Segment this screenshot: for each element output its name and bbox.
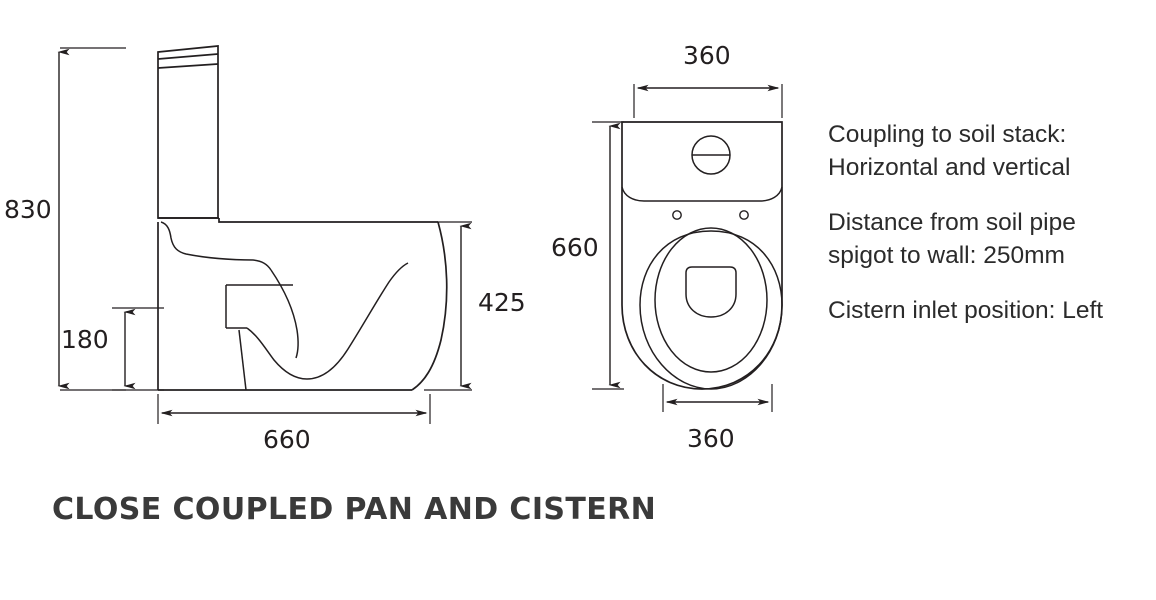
spec-inlet-line1: Cistern inlet position: Left [828,297,1104,324]
dimension-660-depth [157,394,431,424]
dimension-label-660-length: 660 [551,233,599,262]
spec-coupling-line1: Coupling to soil stack: [828,121,1067,148]
fixing-hole-left [672,210,682,220]
dimension-label-660-depth: 660 [263,425,311,454]
side-view-seat-profile [160,221,272,271]
spec-spigot-distance: Distance from soil pipe spigot to wall: … [828,206,1156,272]
side-view-cistern [157,45,219,219]
spec-spigot-line2: spigot to wall: 250mm [828,242,1065,269]
dimension-label-360-bottom: 360 [687,424,735,453]
spec-inlet-position: Cistern inlet position: Left [828,294,1156,327]
front-view-bowl-aperture [685,266,737,318]
dimension-label-830: 830 [4,195,52,224]
fixing-hole-right [739,210,749,220]
side-view-pan [157,217,448,391]
dimension-360-top [633,84,783,118]
dimension-label-360-top: 360 [683,41,731,70]
front-view-cistern-lid [621,186,783,202]
dimension-180 [112,307,164,391]
spec-coupling-line2: Horizontal and vertical [828,154,1071,181]
spec-coupling: Coupling to soil stack: Horizontal and v… [828,118,1156,184]
flush-button-icon [691,135,731,175]
specification-notes: Coupling to soil stack: Horizontal and v… [828,118,1156,327]
dimension-label-425: 425 [478,288,526,317]
front-view-seat-inner [654,227,768,373]
drawing-title: CLOSE COUPLED PAN AND CISTERN [52,492,657,527]
dimension-label-180: 180 [61,325,109,354]
side-view-bowl-interior [225,262,409,391]
front-view-outline [614,115,790,397]
front-view-seat-outer [639,230,783,390]
dimension-425 [424,221,472,391]
dimension-360-bottom [662,384,773,412]
dimension-660-length [592,121,624,390]
spec-spigot-line1: Distance from soil pipe [828,209,1076,236]
